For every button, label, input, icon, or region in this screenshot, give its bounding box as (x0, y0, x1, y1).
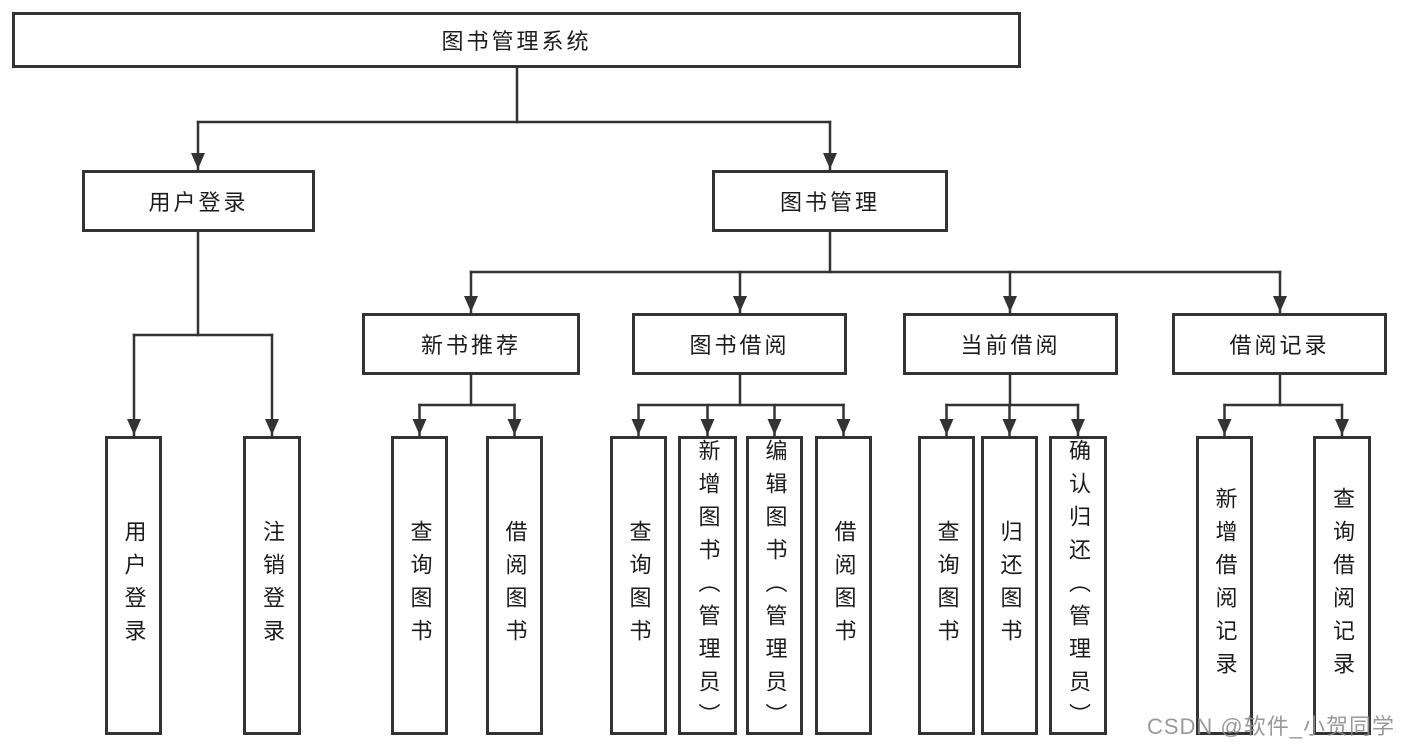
leaf-current-confirm-return-admin: 确认归还（管理员） (1049, 436, 1107, 736)
leaf-borrowing-query-books: 查询图书 (610, 436, 667, 735)
node-book-borrowing-label: 图书借阅 (689, 333, 790, 358)
leaf-records-query-record-label: 查询借阅记录 (1330, 486, 1355, 685)
leaf-borrowing-query-books-label: 查询图书 (626, 519, 652, 652)
node-root-label: 图书管理系统 (441, 29, 592, 54)
node-book-management-branch: 图书管理 (712, 170, 948, 232)
node-borrowing-records: 借阅记录 (1172, 313, 1387, 375)
leaf-borrowing-edit-books-admin-label: 编辑图书（管理员） (762, 439, 788, 736)
leaf-logout-label: 注销登录 (260, 519, 285, 652)
node-user-login-label: 用户登录 (148, 190, 249, 215)
leaf-user-login: 用户登录 (105, 436, 162, 735)
leaf-records-add-record: 新增借阅记录 (1196, 436, 1253, 735)
leaf-borrowing-edit-books-admin: 编辑图书（管理员） (746, 436, 803, 736)
node-book-borrowing: 图书借阅 (632, 313, 847, 375)
node-current-borrowing: 当前借阅 (903, 313, 1118, 375)
leaf-records-add-record-label: 新增借阅记录 (1212, 486, 1238, 685)
leaf-records-query-record: 查询借阅记录 (1313, 436, 1371, 735)
leaf-newbook-borrow-books-label: 借阅图书 (502, 519, 528, 652)
node-book-management-label: 图书管理 (779, 190, 880, 215)
leaf-newbook-query-books-label: 查询图书 (407, 519, 433, 652)
leaf-current-query-books: 查询图书 (918, 436, 975, 735)
csdn-watermark: CSDN @软件_小贺同学 (1146, 714, 1395, 739)
leaf-user-login-label: 用户登录 (121, 519, 147, 652)
leaf-borrowing-add-books-admin-label: 新增图书（管理员） (695, 439, 721, 736)
node-new-book-recommend: 新书推荐 (362, 313, 580, 375)
node-user-login-branch: 用户登录 (82, 170, 315, 232)
leaf-logout: 注销登录 (243, 436, 301, 735)
leaf-current-query-books-label: 查询图书 (934, 519, 960, 652)
leaf-newbook-query-books: 查询图书 (391, 436, 448, 735)
leaf-borrowing-add-books-admin: 新增图书（管理员） (678, 436, 737, 736)
leaf-current-return-books: 归还图书 (981, 436, 1038, 735)
node-new-book-recommend-label: 新书推荐 (420, 333, 521, 358)
leaf-current-confirm-return-admin-label: 确认归还（管理员） (1066, 439, 1091, 736)
leaf-newbook-borrow-books: 借阅图书 (486, 436, 543, 735)
node-borrowing-records-label: 借阅记录 (1229, 333, 1330, 358)
leaf-current-return-books-label: 归还图书 (997, 519, 1023, 652)
node-current-borrowing-label: 当前借阅 (960, 333, 1061, 358)
node-root-system: 图书管理系统 (12, 12, 1021, 68)
leaf-borrowing-borrow-books-label: 借阅图书 (831, 519, 857, 652)
leaf-borrowing-borrow-books: 借阅图书 (815, 436, 872, 735)
